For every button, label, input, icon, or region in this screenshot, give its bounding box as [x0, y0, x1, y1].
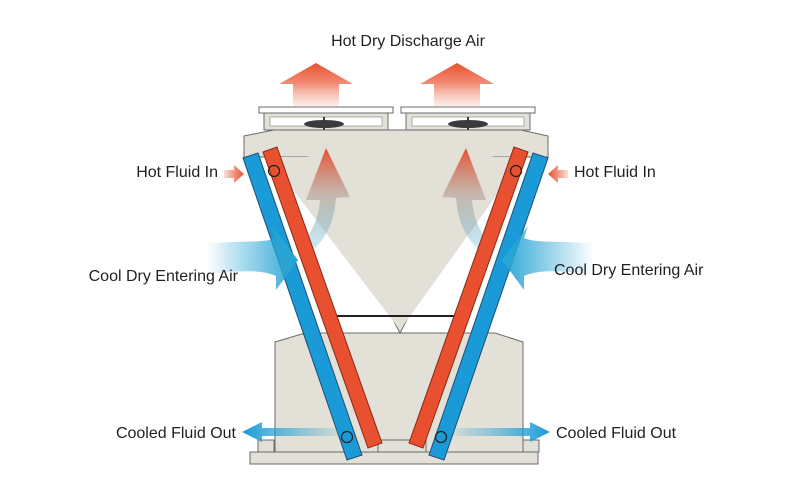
cooled-fluid-out-label-right: Cooled Fluid Out: [556, 425, 677, 442]
fan-deck-left: [258, 106, 394, 131]
outlet-port-left: [340, 430, 354, 444]
hot-fluid-in-arrow-right: [548, 165, 568, 183]
discharge-air-arrow-right: [420, 63, 494, 107]
base-plate: [249, 451, 539, 465]
discharge-air-arrow-left: [279, 63, 353, 107]
inlet-port-right: [509, 164, 523, 178]
hot-tube-right: [408, 146, 529, 449]
cooled-fluid-out-label-left: Cooled Fluid Out: [116, 425, 237, 442]
cool-air-label-right: Cool Dry Entering Air: [554, 262, 704, 279]
foot-right: [522, 439, 540, 453]
hot-fluid-in-arrow-left: [224, 165, 244, 183]
fan-deck-right: [400, 106, 536, 131]
hot-fluid-in-label-left: Hot Fluid In: [136, 164, 218, 181]
rising-air-arrow-right: [442, 148, 494, 256]
cooled-fluid-out-arrow-left: [242, 422, 340, 442]
foot-left: [257, 439, 275, 453]
cold-tube-right: [428, 152, 549, 461]
hot-tube-left: [262, 146, 383, 449]
cool-air-label-left: Cool Dry Entering Air: [89, 268, 239, 285]
rising-air-arrow-left: [298, 148, 350, 256]
discharge-air-label: Hot Dry Discharge Air: [331, 33, 485, 50]
cool-air-arrow-left: [206, 226, 298, 290]
cooled-fluid-out-arrow-right: [454, 422, 550, 442]
outlet-port-right: [434, 430, 448, 444]
cool-air-arrow-right: [502, 226, 594, 290]
cold-tube-left: [242, 152, 363, 461]
hot-fluid-in-label-right: Hot Fluid In: [574, 164, 656, 181]
inlet-port-left: [267, 164, 281, 178]
